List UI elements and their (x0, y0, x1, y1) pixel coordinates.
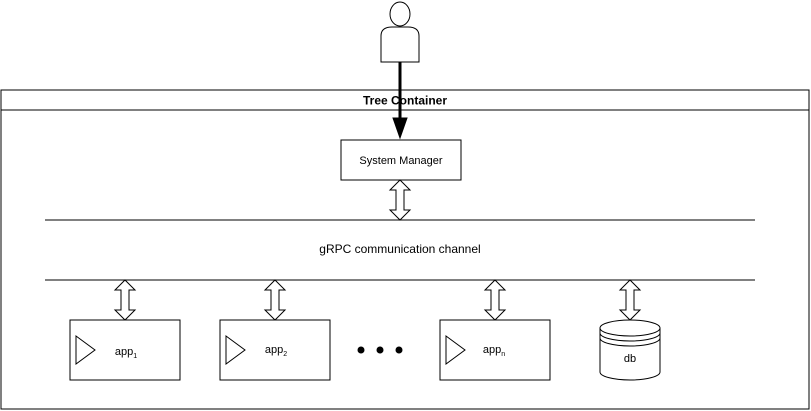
play-triangle-icon (445, 335, 466, 365)
system-manager-box[interactable]: System Manager (340, 139, 462, 181)
play-triangle-icon (225, 335, 246, 365)
double-arrow-icon (388, 179, 412, 221)
app-box-n[interactable]: appn (439, 319, 551, 381)
app-box-1[interactable]: app1 (69, 319, 181, 381)
app-label-2: app2 (265, 344, 287, 358)
app-label-1: app1 (115, 346, 137, 360)
database-label: db (624, 353, 636, 365)
app-box-2[interactable]: app2 (219, 319, 331, 381)
system-manager-channel-link (388, 179, 412, 221)
play-triangle-icon (75, 335, 96, 365)
tree-container-title: Tree Container (363, 94, 447, 108)
user-to-system-manager-arrow (392, 62, 408, 140)
user-icon (380, 1, 420, 63)
channel-label: gRPC communication channel (319, 242, 480, 256)
system-manager-label: System Manager (359, 155, 442, 167)
ellipsis-icon (357, 346, 403, 354)
database-cylinder-icon[interactable]: db (599, 319, 661, 381)
app-label-n: appn (483, 344, 505, 358)
